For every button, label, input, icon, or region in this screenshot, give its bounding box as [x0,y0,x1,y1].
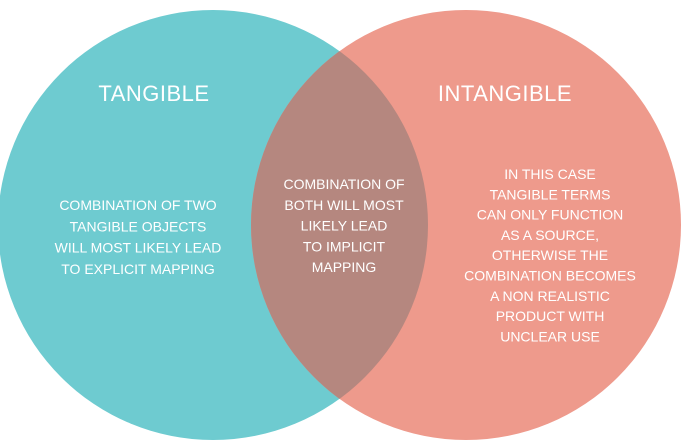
overlap-description-line: TO IMPLICIT [303,238,386,254]
tangible-description-line: WILL MOST LIKELY LEAD [55,240,222,256]
overlap-description-line: MAPPING [312,259,377,275]
overlap-description-line: COMBINATION OF [283,176,404,192]
tangible-description-line: COMBINATION OF TWO [59,197,216,213]
intangible-description: IN THIS CASE TANGIBLE TERMS CAN ONLY FUNCT… [464,166,636,344]
overlap-region [251,10,428,440]
tangible-description-line: TANGIBLE OBJECTS [70,218,207,234]
intangible-description-line: AS A SOURCE, [501,227,599,243]
intangible-description-line: COMBINATION BECOMES [464,268,636,284]
tangible-description-line: TO EXPLICIT MAPPING [61,261,215,277]
intangible-description-line: UNCLEAR USE [500,328,600,344]
tangible-title: TANGIBLE [98,81,209,106]
overlap-description-line: LIKELY LEAD [301,218,388,234]
intangible-title: INTANGIBLE [438,81,572,106]
overlap-description: COMBINATION OF BOTH WILL MOST LIKELY LEAD T… [283,176,404,275]
intangible-description-line: PRODUCT WITH [496,308,605,324]
tangible-description: COMBINATION OF TWO TANGIBLE OBJECTS WILL M… [55,197,222,277]
intangible-description-line: A NON REALISTIC [490,288,610,304]
intangible-description-line: OTHERWISE THE [492,247,608,263]
intangible-description-line: CAN ONLY FUNCTION [477,207,624,223]
intangible-description-line: IN THIS CASE [504,166,596,182]
intangible-description-line: TANGIBLE TERMS [490,186,611,202]
overlap-description-line: BOTH WILL MOST [284,197,404,213]
